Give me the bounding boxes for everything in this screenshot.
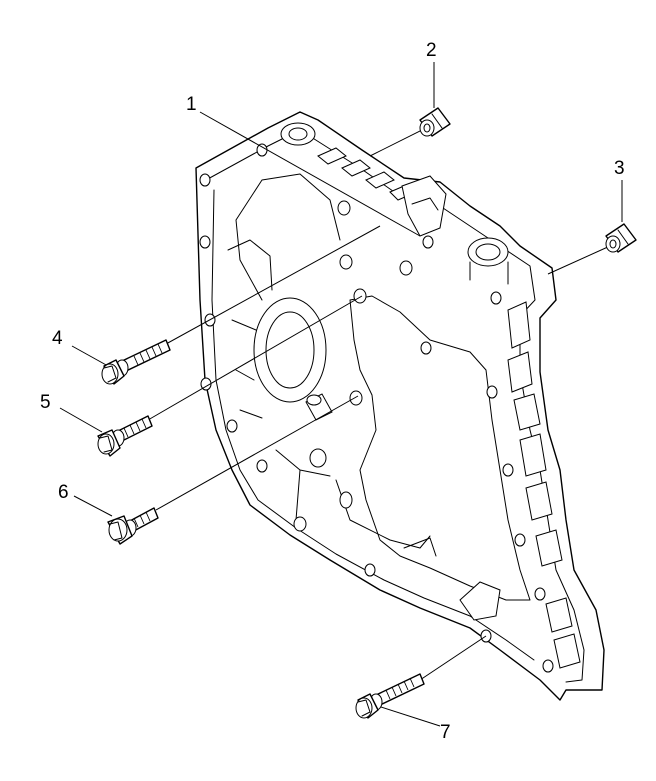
housing-cover [195, 111, 605, 701]
bolt-5 [97, 415, 153, 457]
callout-3: 3 [614, 158, 625, 179]
callout-6: 6 [58, 482, 69, 503]
callout-4: 4 [52, 328, 63, 349]
dowel-pin-2 [419, 107, 451, 137]
leader-lines [59, 62, 623, 727]
bolt-6 [107, 507, 159, 545]
bolt-4 [101, 339, 171, 385]
callout-2: 2 [426, 40, 437, 61]
callout-5: 5 [40, 392, 51, 413]
callout-7: 7 [440, 722, 451, 743]
bolt-7 [355, 673, 425, 719]
dowel-pin-3 [605, 223, 637, 253]
callout-1: 1 [186, 94, 197, 115]
